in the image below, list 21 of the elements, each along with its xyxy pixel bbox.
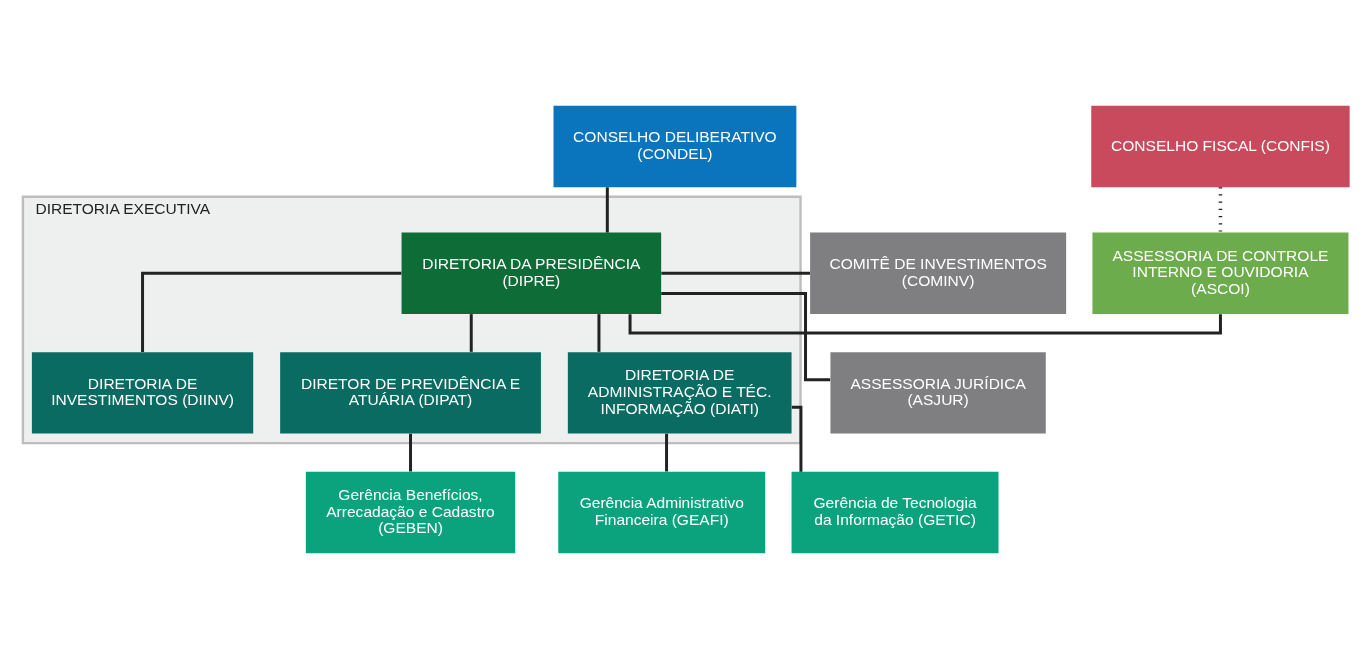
node-box: ASSESSORIA DE CONTROLE INTERNO E OUVIDORIA (ASCOI) [1092,232,1349,314]
node-box: CONSELHO FISCAL (CONFIS) [1091,105,1350,188]
connector [661,271,810,275]
connector [605,187,609,233]
connector [791,405,803,472]
connector [469,314,473,352]
node-box: CONSELHO DELIBERATIVO (CONDEL) [553,105,797,188]
node-box: DIRETORIA DA PRESIDÊNCIA (DIPRE) [401,232,662,314]
connector [1218,187,1223,233]
node-box: DIRETORIA DE INVESTIMENTOS (DIINV) [31,352,254,434]
node-box: COMITÊ DE INVESTIMENTOS (COMINV) [810,232,1067,314]
node-box: DIRETOR DE PREVIDÊNCIA E ATUÁRIA (DIPAT) [280,352,541,434]
node-box: DIRETORIA DE ADMINISTRAÇÃO E TÉC. INFORMAÇÃO (DIATI) [567,352,792,434]
connector [409,433,413,472]
node-box: Gerência Administrativo Financeira (GEAFI) [558,471,766,554]
node-box: Gerência de Tecnologia da Informação (GETIC) [791,471,999,554]
connector [141,271,402,353]
connector [597,314,601,352]
node-box: ASSESSORIA JURÍDICA (ASJUR) [830,352,1046,434]
connector [665,433,669,472]
node-box: Gerência Benefícios, Arrecadação e Cadastro (GEBEN) [305,471,516,554]
